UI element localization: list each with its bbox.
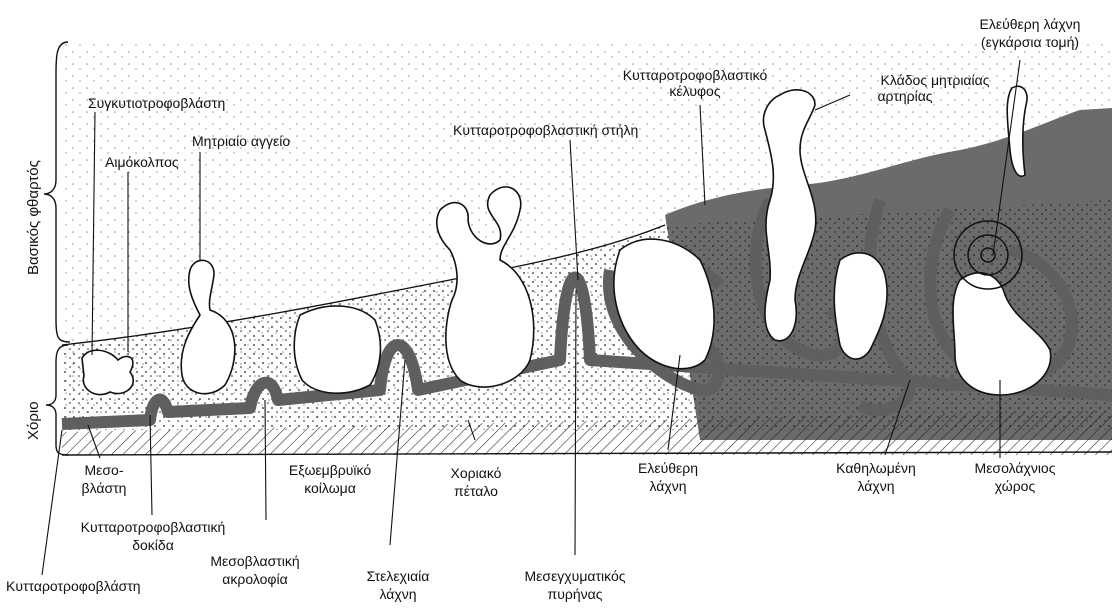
- label-free-villus-cross-line2: (εγκάρσια τομή): [981, 34, 1079, 50]
- label-stem-villus-line1: Στελεχιαία: [367, 568, 430, 584]
- label-anchoring-villus-line2: λάχνη: [857, 478, 894, 494]
- lacuna-3: [294, 306, 380, 393]
- label-cyto-trabecula-line2: δοκίδα: [132, 537, 174, 553]
- label-spiral-artery-line1: Κλάδος μητριαίας: [881, 72, 990, 88]
- chorion-side-label: Χόριο: [25, 401, 42, 440]
- label-cytotrophoblast: Κυτταροτροφοβλάστη: [6, 578, 141, 594]
- label-exocoelom-line1: Εξωεμβρυϊκό: [289, 462, 371, 478]
- label-exocoelom-line2: κοίλωμα: [304, 480, 356, 496]
- label-free-villus-line1: Ελεύθερη: [638, 460, 698, 476]
- label-cyto-column: Κυτταροτροφοβλαστική στήλη: [453, 122, 638, 138]
- label-mesoblast-line2: βλάστη: [82, 480, 127, 496]
- label-syncytiotrophoblast: Συγκυτιοτροφοβλάστη: [88, 95, 225, 111]
- label-cyto-shell-line1: Κυτταροτροφοβλαστικό: [623, 67, 767, 83]
- label-mesenchymal-core-line1: Μεσεγχυματικός: [525, 568, 626, 584]
- label-anchoring-villus-line1: Καθηλωμένη: [836, 460, 916, 476]
- label-spiral-artery-line2: αρτηρίας: [877, 88, 932, 104]
- label-cyto-trabecula-line1: Κυτταροτροφοβλαστική: [81, 519, 226, 535]
- label-cyto-shell-line2: κέλυφος: [669, 83, 720, 99]
- label-maternal-vessel: Μητριαίο αγγείο: [192, 133, 290, 149]
- label-stem-villus-line2: λάχνη: [379, 586, 416, 602]
- label-free-villus-line2: λάχνη: [649, 478, 686, 494]
- lacuna-1: [82, 350, 133, 394]
- label-lacunae: Αιμόκολπος: [105, 154, 179, 170]
- label-chorionic-plate-line1: Χοριακό: [451, 465, 502, 481]
- label-chorionic-plate-line2: πέταλο: [454, 483, 498, 499]
- label-mesoblast-crest-line1: Μεσοβλαστική: [210, 553, 299, 569]
- decidua-side-label: Βασικός φθαρτός: [25, 160, 42, 275]
- label-mesenchymal-core-line2: πυρήνας: [548, 586, 603, 602]
- label-intervillous-line2: χώρος: [995, 478, 1035, 494]
- label-mesoblast-crest-line2: ακρολοφία: [222, 571, 287, 587]
- label-mesoblast-line1: Μεσο-: [85, 462, 124, 478]
- label-free-villus-cross-line1: Ελεύθερη λάχνη: [980, 16, 1081, 32]
- label-intervillous-line1: Μεσολάχνιος: [975, 460, 1056, 476]
